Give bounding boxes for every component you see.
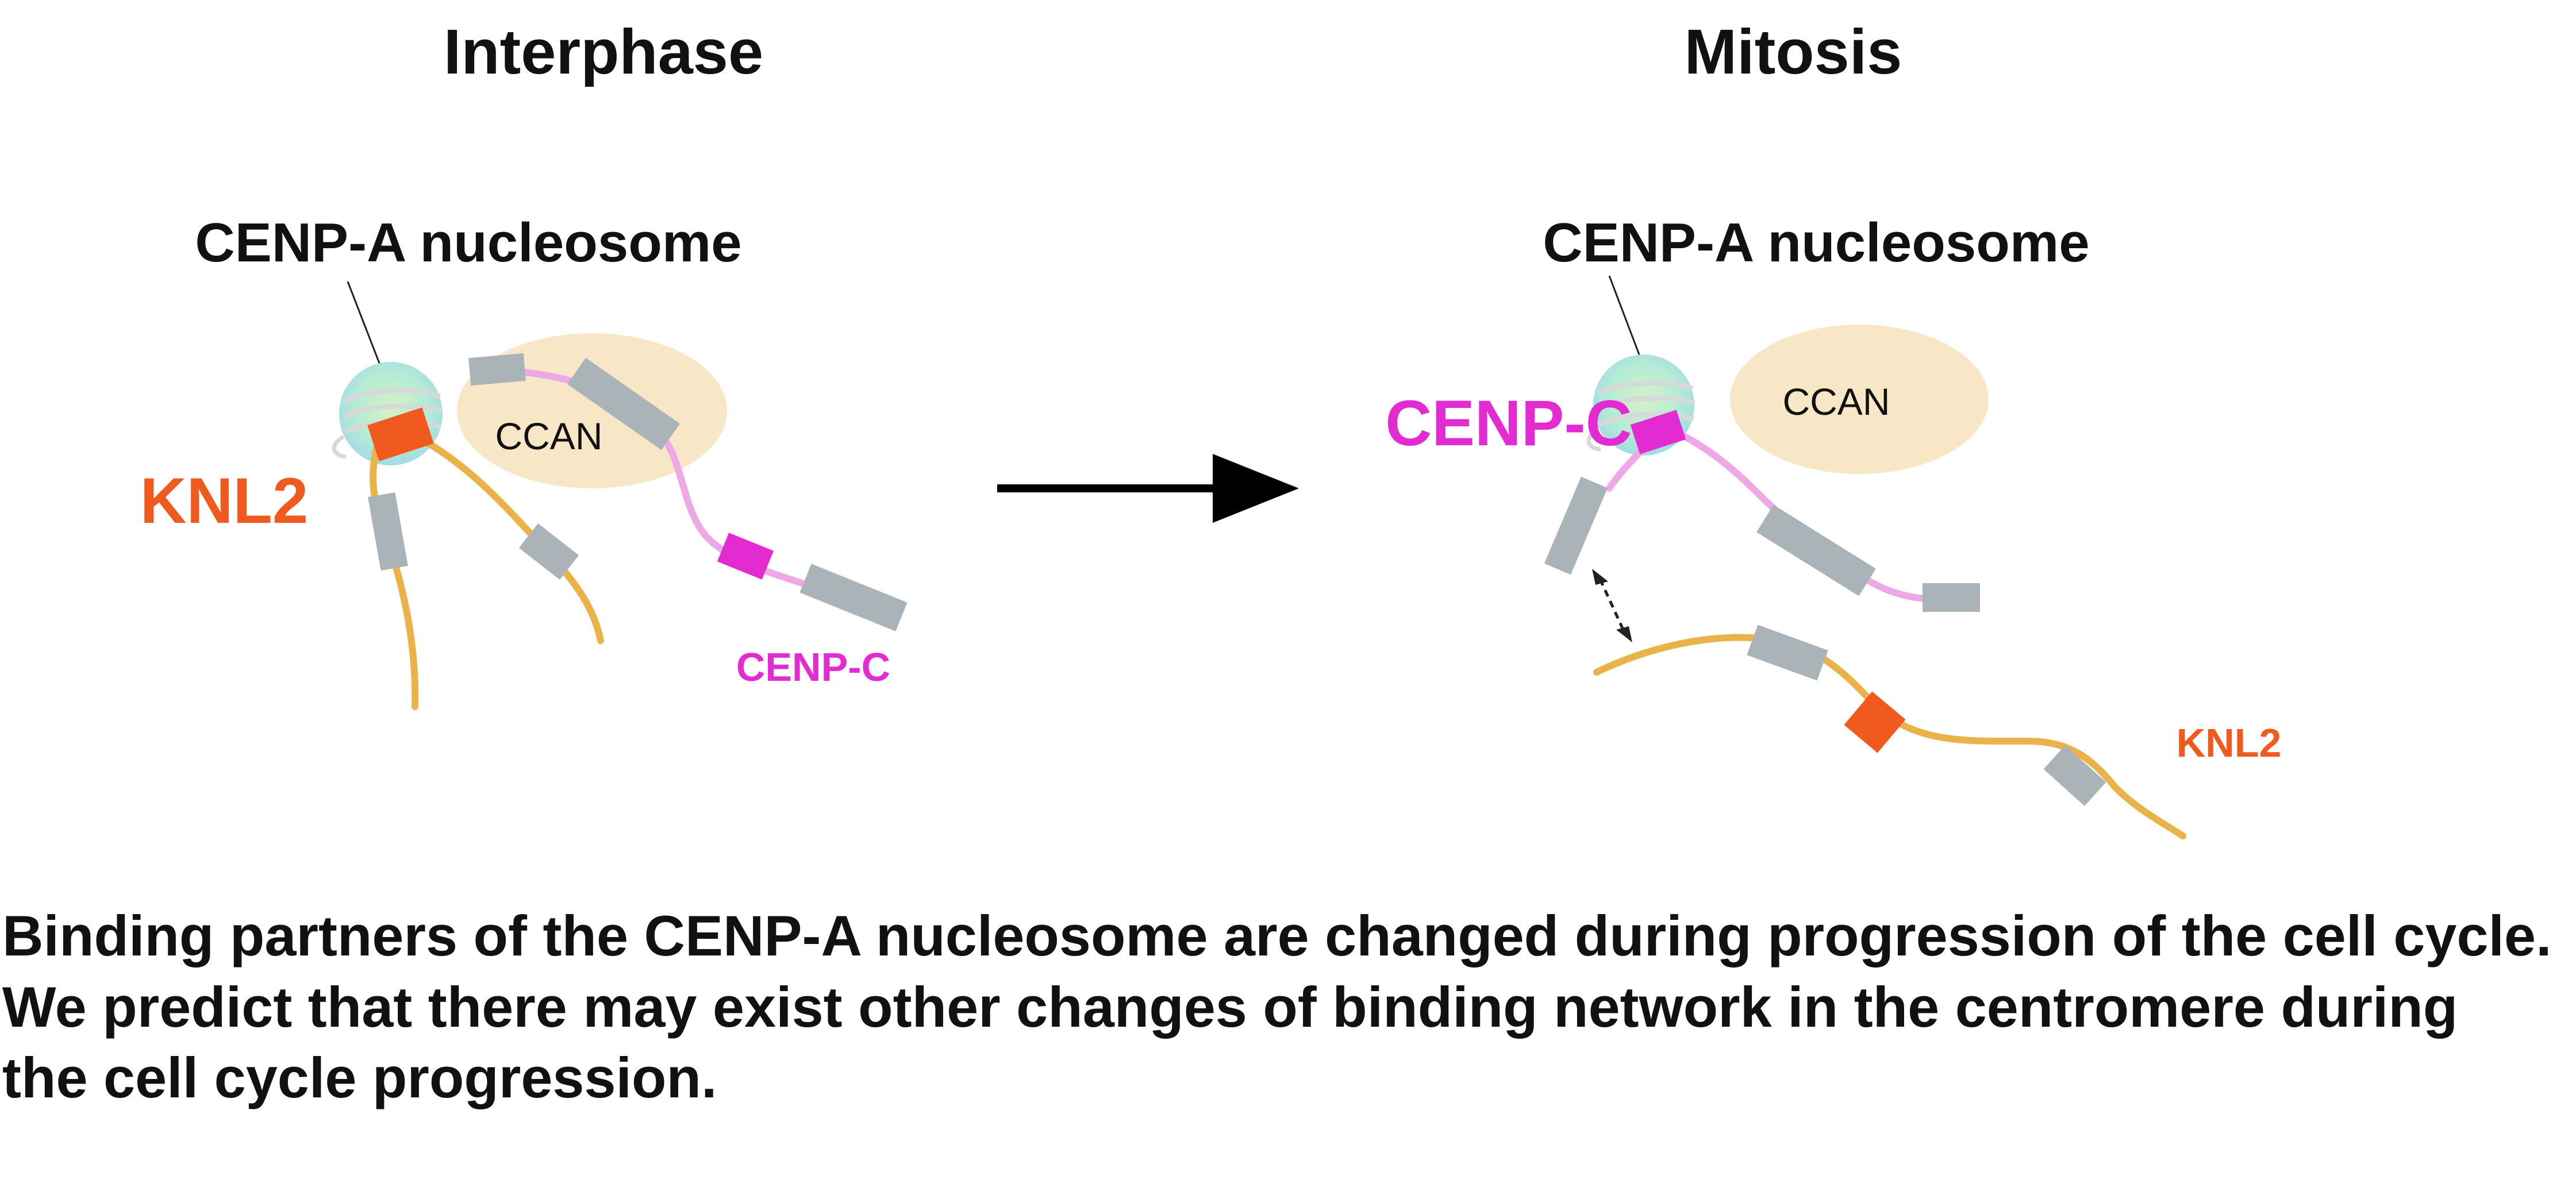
mitosis-knl2-label: KNL2 [2177, 720, 2282, 765]
interphase-ccan-label: CCAN [495, 415, 602, 457]
mitosis-cenpc-motif [1630, 410, 1686, 454]
interphase-cenpc-domain-1 [468, 353, 526, 386]
mitosis-cenpc-domain-2 [1756, 504, 1876, 596]
interphase-cenpc-domain-3 [799, 564, 908, 631]
caption-line-2: We predict that there may exist other ch… [2, 975, 2458, 1039]
caption-line-1: Binding partners of the CENP-A nucleosom… [2, 904, 2552, 968]
interphase-knl2-domain-2 [518, 523, 579, 580]
mitosis-title: Mitosis [1685, 17, 1902, 87]
caption-line-3: the cell cycle progression. [2, 1046, 717, 1109]
interphase-cenpc-motif [717, 533, 774, 580]
mitosis-cenpc-label: CENP-C [1385, 387, 1632, 459]
interphase-knl2-strand-1 [370, 436, 419, 710]
interphase-cenpc-label: CENP-C [736, 645, 890, 689]
mitosis-nucleosome-label: CENP-A nucleosome [1543, 212, 2089, 273]
mitosis-ccan-complex [1730, 325, 1989, 474]
interphase-cenpc-domain-2 [567, 357, 680, 450]
interphase-knl2-domain-1 [368, 492, 408, 571]
mitosis-knl2-domain-2 [2043, 745, 2106, 806]
interphase-knl2-strand-2 [413, 433, 604, 644]
mitosis-ccan-label: CCAN [1782, 380, 1890, 423]
mitosis-cenpc-domain-3 [1923, 583, 1980, 612]
transition-arrow [997, 454, 1299, 523]
mitosis-panel: Mitosis CENP-A nucleosome CCAN CENP-C [1385, 17, 2282, 839]
mitosis-knl2-motif [1844, 691, 1906, 753]
caption: Binding partners of the CENP-A nucleosom… [2, 904, 2552, 1109]
interphase-nucleosome-pointer [347, 281, 383, 371]
mitosis-knl2-domain-1 [1747, 625, 1828, 681]
mitosis-interaction-indicator [1592, 569, 1632, 642]
interphase-nucleosome-label: CENP-A nucleosome [195, 212, 741, 273]
interphase-title: Interphase [444, 17, 763, 87]
mitosis-knl2-strand [1593, 634, 2186, 839]
mitosis-cenpc-domain-1 [1544, 476, 1608, 575]
interphase-knl2-motif [367, 407, 434, 461]
interphase-knl2-label: KNL2 [140, 465, 308, 537]
mitosis-nucleosome-pointer [1608, 275, 1642, 360]
interphase-panel: Interphase CENP-A nucleosome CCAN CENP-C… [140, 17, 908, 710]
